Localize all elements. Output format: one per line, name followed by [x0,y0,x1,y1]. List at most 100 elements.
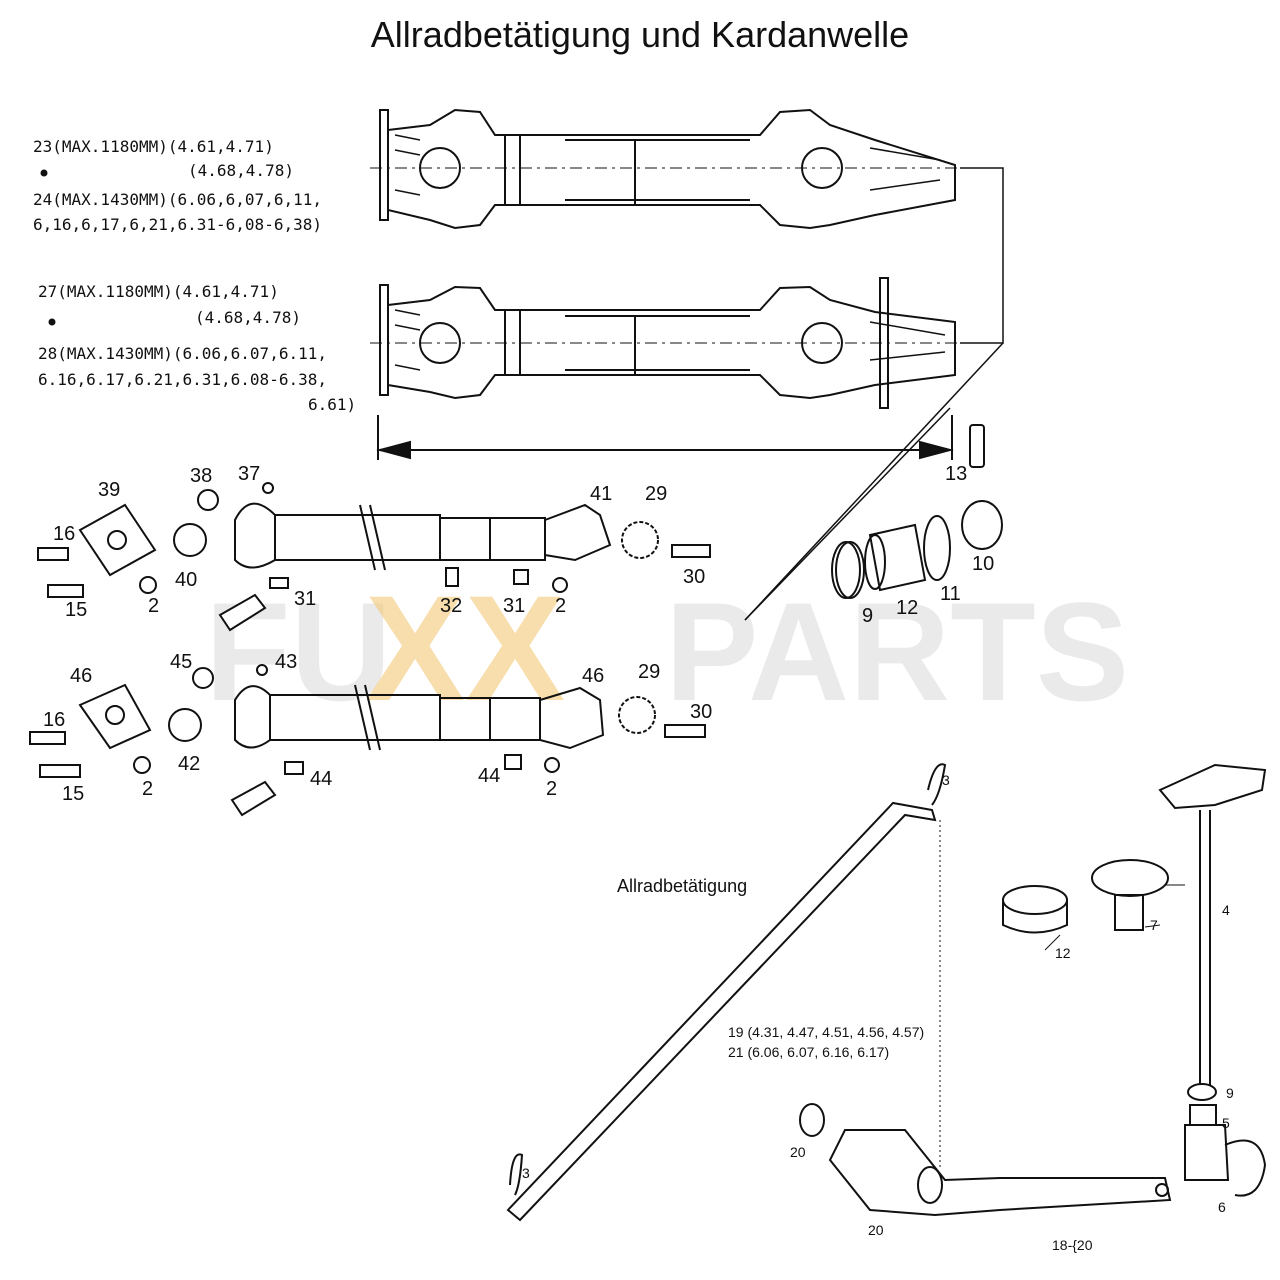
sprocket-29-a [621,521,659,559]
lever-bore [917,1166,943,1204]
circlip-11 [923,515,951,581]
callout-31-a: 31 [294,588,316,610]
yoke-left-1 [234,502,276,569]
callout-numbers: 13 39 38 37 41 29 16 40 31 30 15 2 32 31… [43,463,994,805]
bolt-15-a [47,584,84,598]
callout-2-c: 2 [142,778,153,800]
exploded-shaft-2 [29,664,706,817]
linkage-callouts: 3 4 12 7 9 5 6 20 20 3 18-{20 [522,772,1234,1253]
clevis-body [1184,1124,1230,1181]
nut-2-c [133,756,151,774]
flange-39 [78,503,157,577]
section-label: Allradbetätigung [617,876,747,896]
shaft-notes-upper: 23(MAX.1180MM)(4.61,4.71) (4.68,4.78) 24… [33,137,322,234]
nut-2-b [552,577,568,593]
shaft-body-lower [387,285,956,400]
note-upper-line-2: (4.68,4.78) [188,161,294,180]
grease-nipple-44-b [504,754,522,770]
note-lower-line-5: 6.61) [308,395,356,414]
callout-38: 38 [190,465,212,487]
grease-nipple-32 [445,567,459,587]
lever-note: 19 (4.31, 4.47, 4.51, 4.56, 4.57) 21 (6.… [728,1024,924,1060]
callout-3-a: 3 [942,772,950,788]
callout-16-a: 16 [53,523,75,545]
watermark-text-fu: FU [205,573,392,730]
shaft-body-upper [387,108,956,230]
bearing-cup-38 [197,489,219,511]
shaft-notes-lower: 27(MAX.1180MM)(4.61,4.71) (4.68,4.78) 28… [38,282,356,414]
exploded-shaft-1 [37,482,711,632]
grease-nipple-31-b [513,569,529,585]
cardan-shaft-lower [370,277,1000,409]
bearing-cup-45 [192,667,214,689]
callout-30-b: 30 [690,701,712,723]
direction-arrow-1 [218,593,267,632]
bolt-15-b [39,764,81,778]
cross-42 [168,708,202,742]
note-lower-line-2: (4.68,4.78) [195,308,301,327]
note-upper-line-3: 24(MAX.1430MM)(6.06,6,07,6,11, [33,190,322,209]
callout-2-b: 2 [555,595,566,617]
callout-37: 37 [238,463,260,485]
callout-10: 10 [972,553,994,575]
clevis-5 [1189,1104,1217,1126]
split-pin-3-b [509,1153,524,1196]
grease-nipple-43 [256,664,268,676]
bullet-lower [48,318,56,326]
callout-39: 39 [98,479,120,501]
callout-2-d: 2 [546,778,557,800]
callout-15-a: 15 [65,599,87,621]
callout-12-a: 12 [896,597,918,619]
lever-note-line-2: 21 (6.06, 6.07, 6.16, 6.17) [728,1044,889,1060]
callout-32: 32 [440,595,462,617]
callout-45: 45 [170,651,192,673]
yoke-right-46 [539,686,605,750]
callout-18-20: 18-{20 [1052,1237,1093,1253]
bolt-30-b [664,724,706,738]
grease-nipple-37 [262,482,274,494]
tension-pin-13 [969,424,985,468]
note-upper-line-1: 23(MAX.1180MM)(4.61,4.71) [33,137,274,156]
note-lower-line-3: 28(MAX.1430MM)(6.06,6.07,6.11, [38,344,327,363]
callout-13: 13 [945,463,967,485]
grommet-7 [1091,859,1169,897]
callout-40: 40 [175,569,197,591]
bearing-sleeve-12 [868,523,927,592]
callout-9-b: 9 [1226,1085,1234,1101]
grease-nipple-44-a [284,761,304,775]
dimension-lines [376,167,1004,621]
watermark-text-parts: PARTS [665,573,1129,730]
callout-30-a: 30 [683,566,705,588]
callout-46-a: 46 [70,665,92,687]
callout-20-b: 20 [868,1222,884,1238]
lever-note-line-1: 19 (4.31, 4.47, 4.51, 4.56, 4.57) [728,1024,924,1040]
bolt-16-b [29,731,66,745]
flange-46-a [78,683,152,750]
note-upper-line-4: 6,16,6,17,6,21,6.31-6,08-6,38) [33,215,322,234]
handle-4 [1158,763,1267,810]
pedal-lever-18-20 [828,1129,1172,1217]
callout-4: 4 [1222,902,1230,918]
split-pin-3-a [927,763,947,806]
washer-10 [961,500,1003,550]
callout-43: 43 [275,651,297,673]
nut-2-d [544,757,560,773]
callout-5: 5 [1222,1115,1230,1131]
grommet-neck [1114,894,1144,931]
callout-41: 41 [590,483,612,505]
plug-12 [1002,885,1068,915]
callout-31-b: 31 [503,595,525,617]
grease-nipple-31-a [269,577,289,589]
callout-15-b: 15 [62,783,84,805]
callout-2-a: 2 [148,595,159,617]
callout-42: 42 [178,753,200,775]
callout-29-a: 29 [645,483,667,505]
callout-9-a: 9 [862,605,873,627]
bushing-20-a [799,1103,825,1137]
nut-9 [1187,1083,1217,1101]
cross-40 [173,523,207,557]
bullet-upper [40,169,48,177]
callout-12-b: 12 [1055,945,1071,961]
